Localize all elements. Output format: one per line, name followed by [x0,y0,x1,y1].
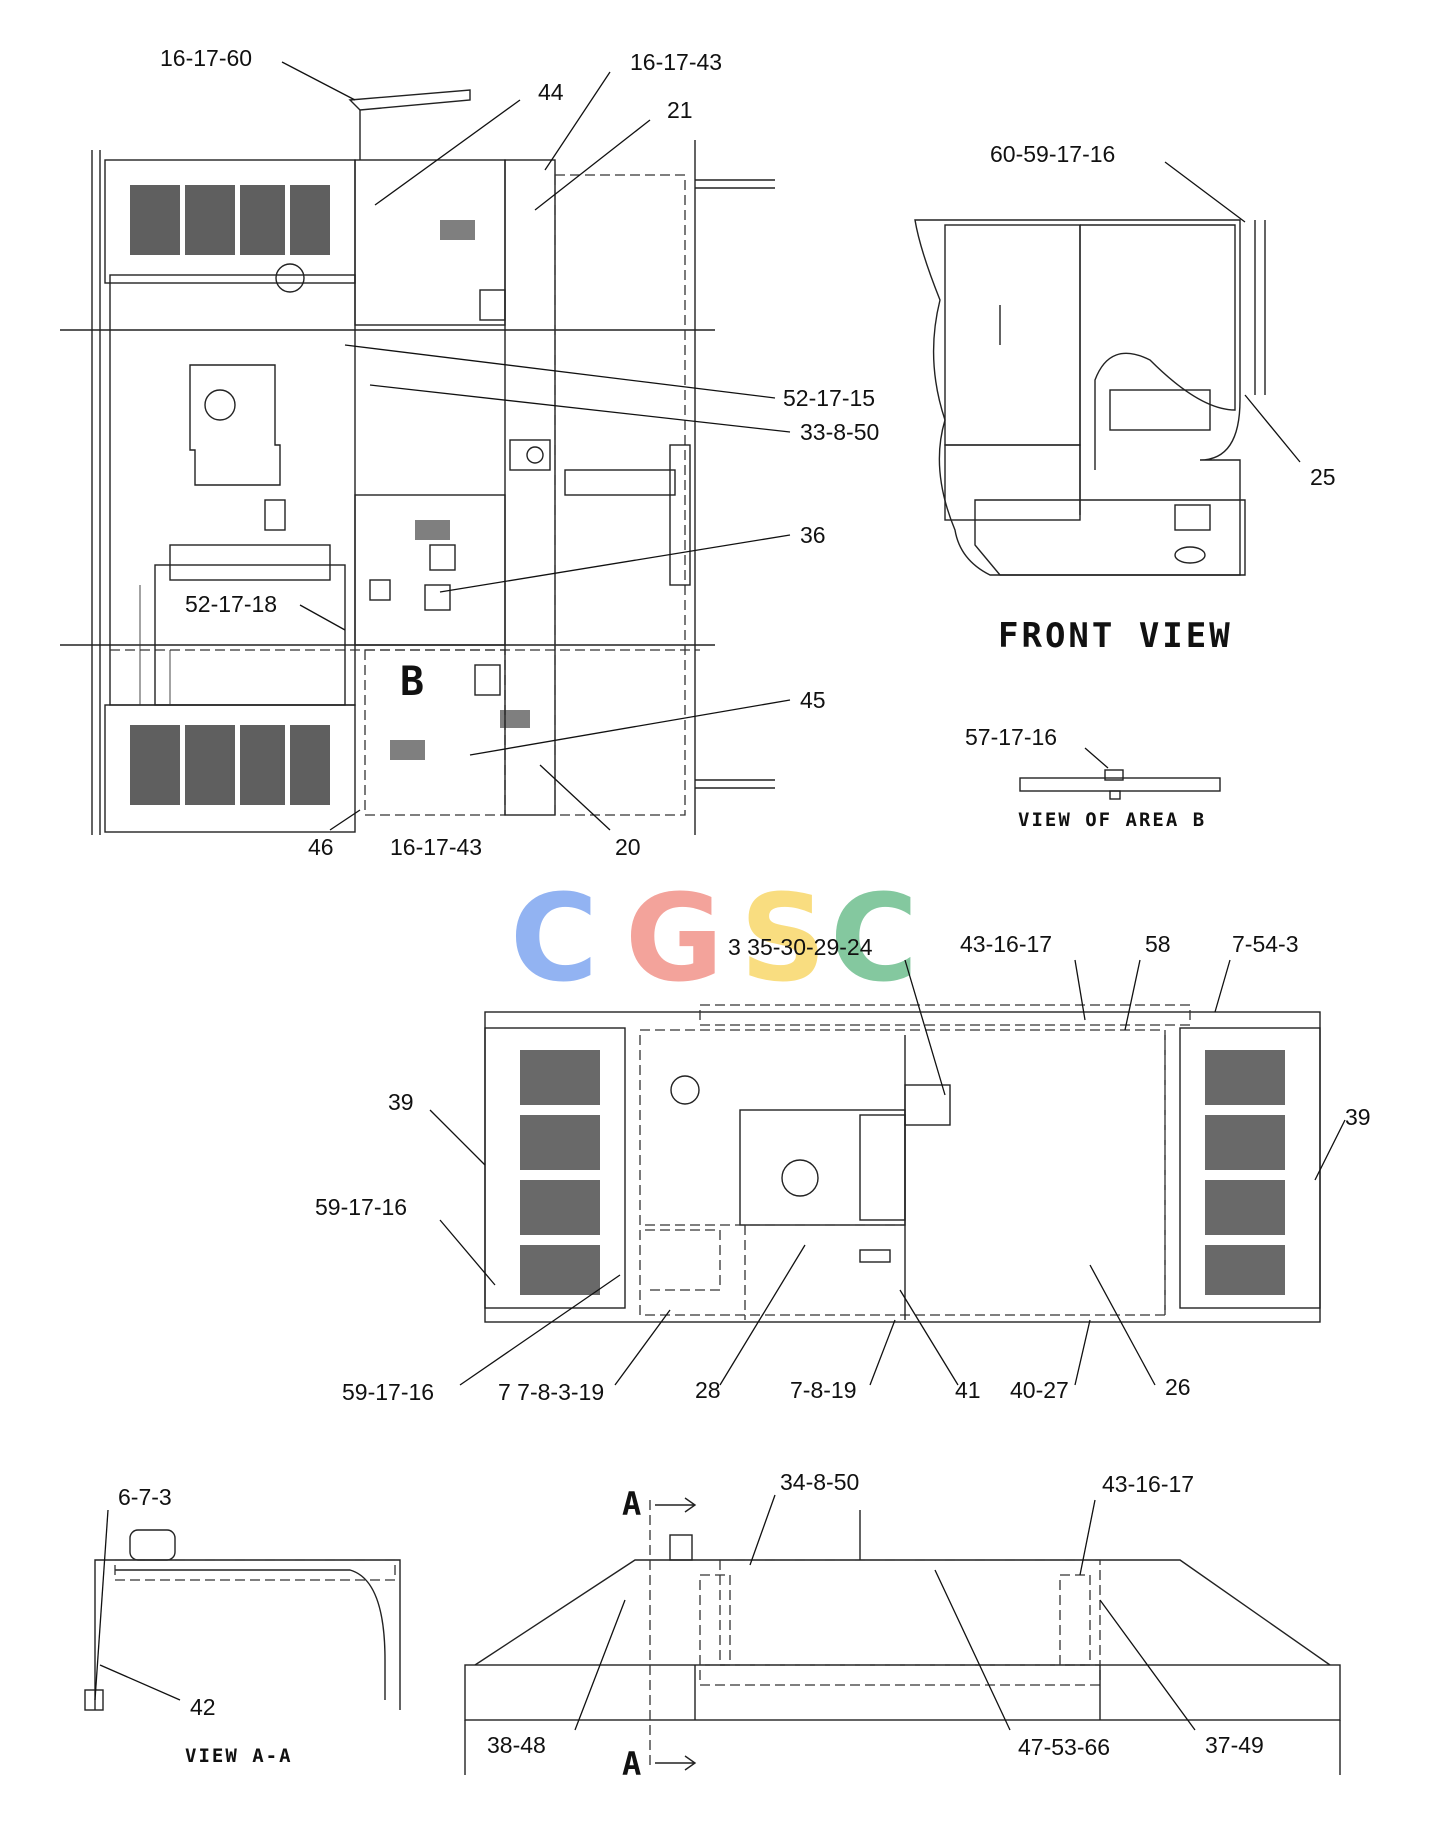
callout-3-35-30-29-24: 3 35-30-29-24 [728,934,873,960]
callout-45: 45 [800,687,826,713]
callout-57-17-16: 57-17-16 [965,724,1057,750]
callout-41: 41 [955,1377,981,1403]
callout-44: 44 [538,79,564,105]
callout-21: 21 [667,97,693,123]
callout-7-54-3: 7-54-3 [1232,931,1298,957]
section-view-drawing [84,1529,401,1711]
logo-letter-s: S [740,870,826,1009]
callout-43-16-17-side: 43-16-17 [1102,1471,1194,1497]
callout-28: 28 [695,1377,721,1403]
leader-lines [94,61,1346,1731]
callouts-section-view: 6-7-3 42 [118,1484,216,1720]
callout-42: 42 [190,1694,216,1720]
plan-view-drawing [484,1004,1321,1323]
plan-vent-left [520,1050,600,1295]
callout-34-8-50: 34-8-50 [780,1469,859,1495]
callout-52-17-18: 52-17-18 [185,591,277,617]
top-view-drawing [60,89,775,835]
callout-37-49: 37-49 [1205,1732,1264,1758]
front-view-drawing [914,219,1266,576]
callout-59-17-16-upper: 59-17-16 [315,1194,407,1220]
callout-59-17-16-lower: 59-17-16 [342,1379,434,1405]
callout-7-8-19: 7-8-19 [790,1377,856,1403]
logo-letter-c1: C [510,870,598,1009]
callout-33-8-50: 33-8-50 [800,419,879,445]
callout-20: 20 [615,834,641,860]
callout-26: 26 [1165,1374,1191,1400]
callout-46: 46 [308,834,334,860]
callout-40-27: 40-27 [1010,1377,1069,1403]
section-marker-a-bottom: A [622,1745,641,1783]
callout-25: 25 [1310,464,1336,490]
callouts-area-b: 57-17-16 [965,724,1057,750]
callouts-side-view: 34-8-50 43-16-17 38-48 47-53-66 37-49 [487,1469,1264,1760]
vent-grille-bottom [130,725,330,805]
callouts-top-view: 16-17-60 16-17-43 44 21 52-17-15 33-8-50… [160,45,879,860]
front-view-title: FRONT VIEW [998,616,1233,656]
cgsc-logo: C G S C [510,870,918,1009]
callout-16-17-43-top: 16-17-43 [630,49,722,75]
callout-36: 36 [800,522,826,548]
logo-letter-g: G [625,870,724,1009]
callout-52-17-15: 52-17-15 [783,385,875,411]
area-b-title: VIEW OF AREA B [1018,809,1206,831]
callout-16-17-43-bottom: 16-17-43 [390,834,482,860]
callout-58: 58 [1145,931,1171,957]
vent-grille-top [130,185,330,255]
callout-6-7-3: 6-7-3 [118,1484,172,1510]
callouts-plan-view: 3 35-30-29-24 43-16-17 58 7-54-3 39 39 5… [315,931,1371,1405]
side-view-drawing [464,1497,1341,1775]
callout-43-16-17-plan: 43-16-17 [960,931,1052,957]
area-b-marker: B [400,659,424,705]
area-b-drawing [1019,769,1221,800]
plan-vent-right [1205,1050,1285,1295]
section-aa-title: VIEW A-A [185,1745,293,1767]
callout-60-59-17-16: 60-59-17-16 [990,141,1115,167]
callout-7-7-8-3-19: 7 7-8-3-19 [498,1379,604,1405]
callout-39-right: 39 [1345,1104,1371,1130]
callout-39-left: 39 [388,1089,414,1115]
callouts-front-view: 60-59-17-16 25 [990,141,1336,490]
section-marker-a-top: A [622,1485,641,1523]
callout-16-17-60: 16-17-60 [160,45,252,71]
logo-letter-c2: C [830,870,918,1009]
callout-47-53-66: 47-53-66 [1018,1734,1110,1760]
callout-38-48: 38-48 [487,1732,546,1758]
